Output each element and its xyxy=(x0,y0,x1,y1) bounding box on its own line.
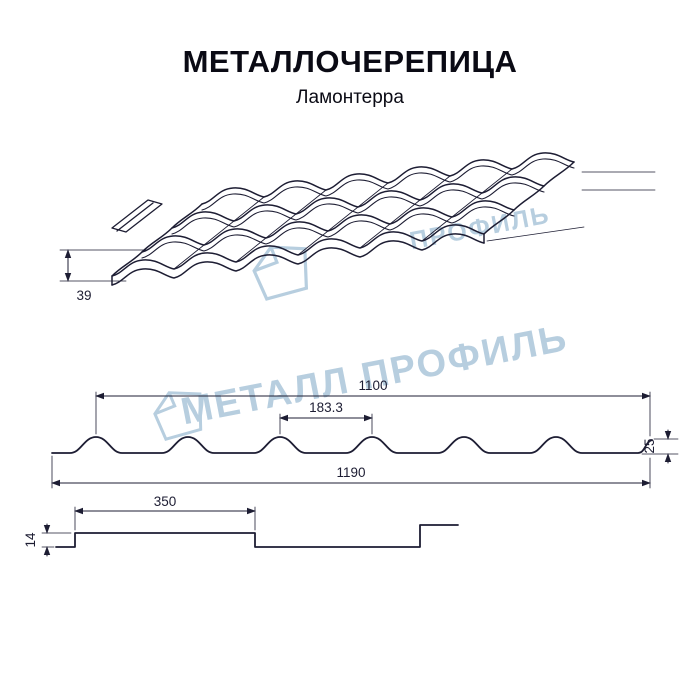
ridge-flashing xyxy=(111,199,163,233)
sheet-right-cut-edge xyxy=(483,161,575,244)
dim-25-label: 25 xyxy=(642,438,657,453)
page-subtitle: Ламонтерра xyxy=(296,87,404,108)
dim-14 xyxy=(41,523,72,557)
tile-row-2-step-line xyxy=(141,206,515,259)
page-title: МЕТАЛЛОЧЕРЕПИЦА xyxy=(182,44,518,79)
dim-25 xyxy=(641,429,679,464)
dim-1100 xyxy=(95,391,651,437)
dim-39 xyxy=(59,249,147,282)
tile-row-back xyxy=(201,152,575,205)
perspective-view xyxy=(59,152,656,286)
construction-lines xyxy=(486,171,656,242)
watermark-logo-icon-2 xyxy=(252,245,309,301)
tile-row-back-step-line xyxy=(201,158,575,211)
dim-183 xyxy=(279,413,373,435)
dim-39-label: 39 xyxy=(76,288,91,303)
dim-1100-label: 1100 xyxy=(358,378,387,393)
tile-row-3-step-line xyxy=(171,182,545,235)
dim-350 xyxy=(74,506,256,531)
dim-1190 xyxy=(51,455,651,489)
profile-outline xyxy=(51,436,653,454)
title-block: МЕТАЛЛОЧЕРЕПИЦА Ламонтерра xyxy=(0,44,700,109)
dim-14-label: 14 xyxy=(23,532,38,548)
sheet-left-cut-edge xyxy=(111,203,203,286)
tile-row-front-bottom-edge xyxy=(111,233,485,286)
cross-section-view xyxy=(51,391,679,489)
dim-350-label: 350 xyxy=(154,494,177,509)
step-outline xyxy=(55,524,459,548)
watermark-brand-text: МЕТАЛЛ ПРОФИЛЬ xyxy=(178,317,572,433)
dim-183-label: 183.3 xyxy=(309,400,343,415)
step-profile-view xyxy=(41,506,459,557)
dim-1190-label: 1190 xyxy=(336,465,365,480)
wave-ridge-lines xyxy=(173,168,513,270)
